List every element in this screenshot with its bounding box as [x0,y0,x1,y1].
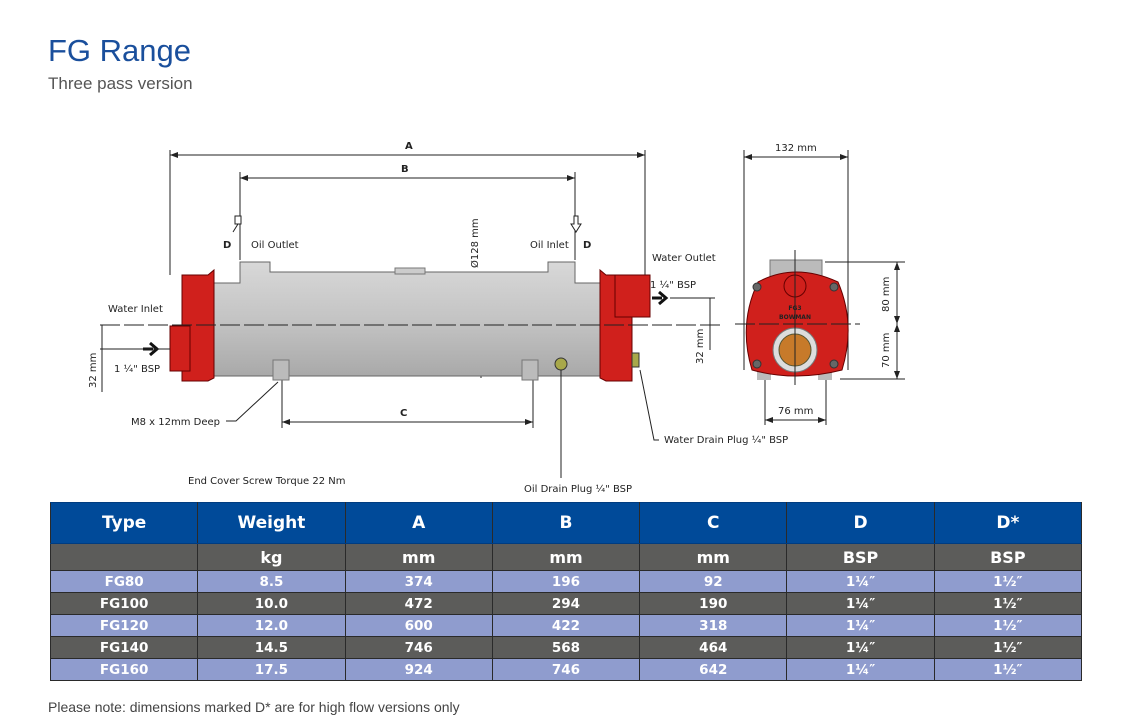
oil-outlet-label: Oil Outlet [251,240,299,251]
table-cell: FG100 [49,592,199,615]
table-cell: 196 [491,570,641,593]
logo-text: FG3 [788,305,801,312]
table-cell: FG80 [49,570,199,593]
table-cell: 12.0 [197,614,346,637]
table-units-row: kg mm mm mm BSP BSP [49,543,1083,571]
col-header: Type [49,502,199,544]
table-cell: 10.0 [197,592,346,615]
end-76-label: 76 mm [778,406,813,417]
logo-text: BOWMAN [779,314,811,321]
table-cell: 422 [491,614,641,637]
table-cell: 1¼″ [786,592,935,615]
table-cell: 1¼″ [786,636,935,659]
unit-cell: mm [344,543,493,571]
spec-table: Type Weight A B C D D* kg mm mm mm BSP B… [49,502,1083,681]
col-header: Weight [197,502,346,544]
water-drain-label: Water Drain Plug ¼" BSP [664,434,788,446]
water-inlet-bsp: 1 ¼" BSP [114,363,160,375]
dim-32-label: 32 mm [695,329,706,364]
table-header-row: Type Weight A B C D D* [49,502,1083,544]
dim-d-label: D [223,240,231,251]
unit-cell: kg [197,543,346,571]
unit-cell: BSP [933,543,1083,571]
table-cell: 1½″ [933,658,1083,681]
table-cell: 746 [491,658,641,681]
m8-label: M8 x 12mm Deep [131,417,220,428]
table-cell: 374 [344,570,493,593]
water-inlet-label: Water Inlet [108,304,163,315]
page-subtitle: Three pass version [48,74,193,93]
dim-a-label: A [405,141,413,152]
col-header: D [786,502,935,544]
table-cell: 642 [639,658,788,681]
table-cell: 1½″ [933,614,1083,637]
unit-cell: mm [491,543,641,571]
end-width-label: 132 mm [775,143,817,154]
table-cell: 1½″ [933,570,1083,593]
dim-32-label: 32 mm [88,353,99,388]
water-outlet-label: Water Outlet [652,253,716,264]
table-cell: 92 [639,570,788,593]
table-cell: 600 [344,614,493,637]
table-cell: 746 [344,636,493,659]
diameter-label: Ø128 mm [469,218,481,268]
table-cell: 17.5 [197,658,346,681]
oil-inlet-label: Oil Inlet [530,240,569,251]
dim-d-label: D [583,240,591,251]
end-80-label: 80 mm [881,277,892,312]
page-title: FG Range [48,33,192,68]
table-cell: 1¼″ [786,658,935,681]
table-cell: 568 [491,636,641,659]
dim-c-label: C [400,408,407,419]
table-cell: 924 [344,658,493,681]
unit-cell: mm [639,543,788,571]
col-header: C [639,502,788,544]
table-cell: 1½″ [933,636,1083,659]
table-cell: 1¼″ [786,614,935,637]
end-70-label: 70 mm [881,333,892,368]
table-cell: FG160 [49,658,199,681]
technical-drawing: FG3 BOWMAN A B C D D Oil Outlet Oil Inle… [88,141,905,495]
torque-label: End Cover Screw Torque 22 Nm [188,476,346,487]
dim-b-label: B [401,164,409,175]
table-cell: 1¼″ [786,570,935,593]
table-cell: 8.5 [197,570,346,593]
unit-cell [49,543,199,571]
table-cell: 464 [639,636,788,659]
col-header: A [344,502,493,544]
table-cell: 318 [639,614,788,637]
table-cell: 14.5 [197,636,346,659]
col-header: B [491,502,641,544]
water-outlet-bsp: 1 ¼" BSP [650,279,696,291]
footnote: Please note: dimensions marked D* are fo… [48,699,460,715]
table-cell: FG120 [49,614,199,637]
col-header: D* [933,502,1083,544]
table-cell: 472 [344,592,493,615]
unit-cell: BSP [786,543,935,571]
oil-drain-label: Oil Drain Plug ¼" BSP [524,483,632,495]
table-cell: FG140 [49,636,199,659]
table-cell: 294 [491,592,641,615]
table-cell: 1½″ [933,592,1083,615]
table-cell: 190 [639,592,788,615]
